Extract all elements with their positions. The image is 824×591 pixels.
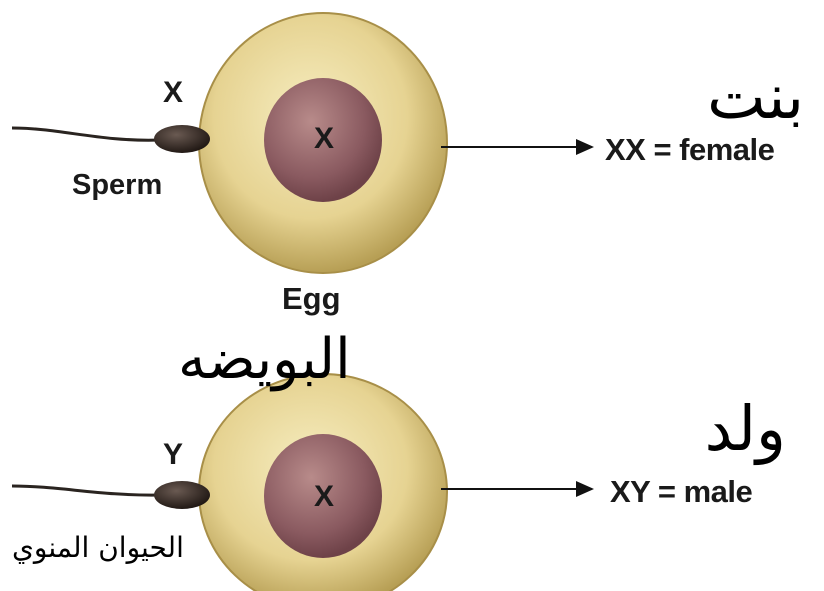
arabic-sperm-label: الحيوان المنوي [12,531,184,564]
sperm-y-chromosome-label: Y [163,438,184,471]
egg-bottom-nucleus [264,434,382,558]
egg-label: Egg [282,281,341,316]
male-result-label: XY = male [610,474,753,509]
sperm-top [11,125,210,153]
egg-top-nucleus [264,78,382,202]
sperm-bottom-tail [11,484,161,497]
arabic-egg-label: البويضه [178,327,351,392]
sperm-x-chromosome-label: X [163,76,184,109]
egg-bottom [198,373,448,591]
egg-top [198,12,448,274]
female-result-label: XX = female [605,132,775,167]
egg-bottom-nucleus-label: X [314,480,335,513]
arabic-girl-label: بنت [707,60,804,133]
egg-top-nucleus-label: X [314,122,335,155]
sperm-top-head [154,125,210,153]
sperm-bottom [11,481,210,509]
sperm-label: Sperm [72,169,163,201]
sperm-top-tail [11,126,161,142]
arabic-boy-label: ولد [704,392,786,465]
sperm-bottom-head [154,481,210,509]
